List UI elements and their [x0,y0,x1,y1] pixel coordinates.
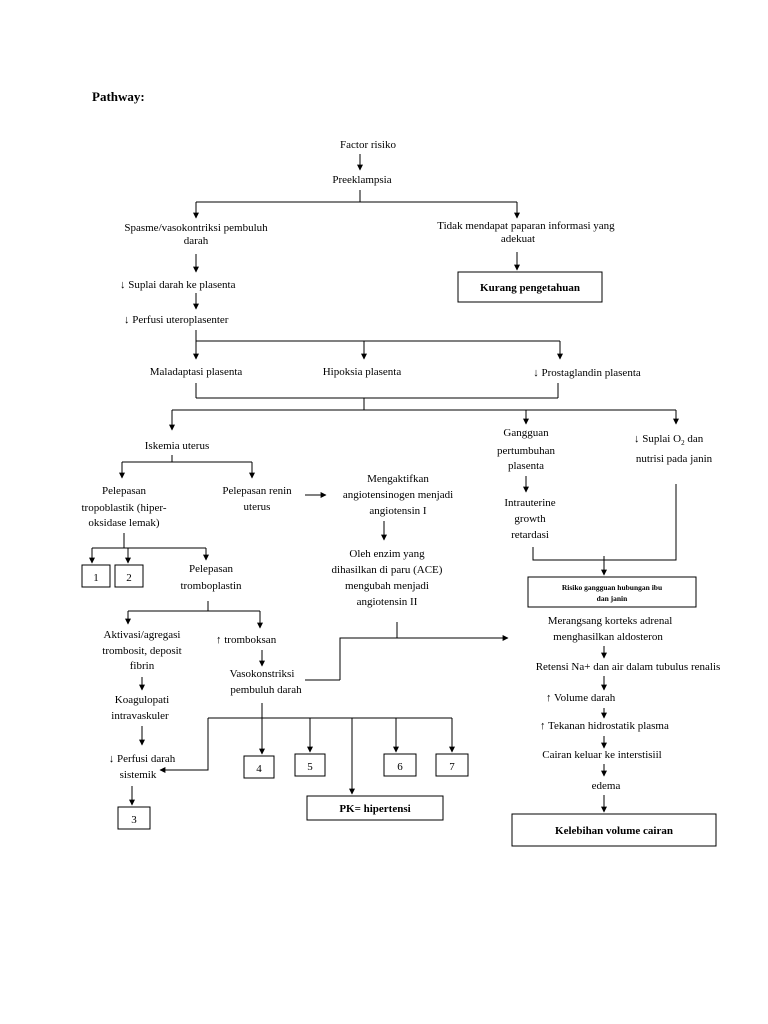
node-pelepasan-renin: Pelepasan renin [222,485,292,497]
node-intrauterine-line3: retardasi [511,529,549,541]
box-4-label: 4 [256,763,262,775]
box-4 [243,755,275,779]
node-kurang-pengetahuan: Kurang pengetahuan [480,282,580,294]
box-3-label: 3 [131,814,137,826]
node-suplai-o2: ↓ Suplai O2 dan [634,433,704,447]
box-7 [435,753,469,777]
box-pk-hipertensi [306,795,444,821]
arrow-vaso-perfusi [159,718,209,773]
node-merangsang-line2: menghasilkan aldosteron [553,631,663,643]
node-pelepasan-trombo: Pelepasan [189,563,233,575]
node-mengaktifkan-line2: angiotensinogen menjadi [343,489,453,501]
box-1 [81,564,111,588]
node-perfusi-sistemik: ↓ Perfusi darah [109,753,176,765]
node-perfusi-sistemik-line2: sistemik [120,769,157,781]
node-oleh-enzim-line2: dihasilkan di paru (ACE) [332,564,443,576]
node-koagulopati: Koagulopati [115,694,169,706]
node-aktivasi-line2: trombosit, deposit [102,645,181,657]
node-gangguan-line3: plasenta [508,460,544,472]
node-hipoksia: Hipoksia plasenta [323,366,402,378]
node-iskemia: Iskemia uterus [145,440,209,452]
node-pelepasan-tropo-line2: tropoblastik (hiper- [81,502,166,514]
node-mengaktifkan: Mengaktifkan [367,473,429,485]
box-3 [117,806,151,830]
box-kurang-pengetahuan [457,271,603,303]
box-2-label: 2 [126,572,132,584]
box-1-label: 1 [93,572,99,584]
node-mengaktifkan-line3: angiotensin I [369,505,426,517]
box-6-label: 6 [397,761,403,773]
node-pelepasan-tropo: Pelepasan [102,485,146,497]
node-edema: edema [592,780,621,792]
node-spasme: Spasme/vasokontriksi pembuluh [124,222,268,234]
box-7-label: 7 [449,761,455,773]
node-merangsang: Merangsang korteks adrenal [548,615,673,627]
line-iugr-risiko [532,547,604,561]
node-cairan: Cairan keluar ke interstisiil [542,749,661,761]
node-oleh-enzim-line4: angiotensin II [357,596,418,608]
node-gangguan-line2: pertumbuhan [497,445,556,457]
node-factor-risiko: Factor risiko [340,139,396,151]
node-oleh-enzim: Oleh enzim yang [349,548,425,560]
node-retensi: Retensi Na+ dan air dalam tubulus renali… [536,661,721,673]
node-pelepasan-trombo-line2: tromboplastin [180,580,242,592]
node-vasokonstriksi: Vasokonstriksi [230,668,295,680]
node-oleh-enzim-line3: mengubah menjadi [345,580,429,592]
node-tekanan: ↑ Tekanan hidrostatik plasma [540,720,669,732]
node-suplai-o2-line2: nutrisi pada janin [636,453,713,465]
box-kelebihan-volume [511,813,717,847]
node-pelepasan-tropo-line3: oksidase lemak) [88,517,160,529]
node-prostaglandin: ↓ Prostaglandin plasenta [533,367,641,379]
box-2 [114,564,144,588]
box-5 [294,753,326,777]
node-tidak-mendapat: Tidak mendapat paparan informasi yang [437,220,615,232]
box-6 [383,753,417,777]
box-5-label: 5 [307,761,313,773]
node-aktivasi: Aktivasi/agregasi [104,629,181,641]
node-gangguan: Gangguan [503,427,549,439]
node-kelebihan-volume: Kelebihan volume cairan [555,825,673,837]
node-maladaptasi: Maladaptasi plasenta [150,366,243,378]
line-suplai-risiko [604,484,677,561]
page-title: Pathway: [92,89,145,104]
node-preeklampsia: Preeklampsia [332,174,391,186]
node-suplai-darah: ↓ Suplai darah ke plasenta [120,279,236,291]
node-risiko-line2: dan janin [597,594,628,603]
node-spasme-line2: darah [184,235,209,247]
node-risiko: Risiko gangguan hubungan ibu [562,583,662,592]
node-vasokonstriksi-line2: pembuluh darah [230,684,302,696]
node-pk-hipertensi: PK= hipertensi [339,803,410,815]
node-intrauterine: Intrauterine [504,497,555,509]
node-intrauterine-line2: growth [514,513,546,525]
node-perfusi-utero: ↓ Perfusi uteroplasenter [124,314,229,326]
node-pelepasan-renin-line2: uterus [244,501,271,513]
node-aktivasi-line3: fibrin [130,660,155,672]
box-risiko [527,576,697,608]
node-koagulopati-line2: intravaskuler [111,710,169,722]
node-tidak-mendapat-line2: adekuat [501,233,535,245]
node-tromboksan: ↑ tromboksan [216,634,277,646]
line-ace-down [339,622,398,680]
node-volume-darah: ↑ Volume darah [546,692,616,704]
